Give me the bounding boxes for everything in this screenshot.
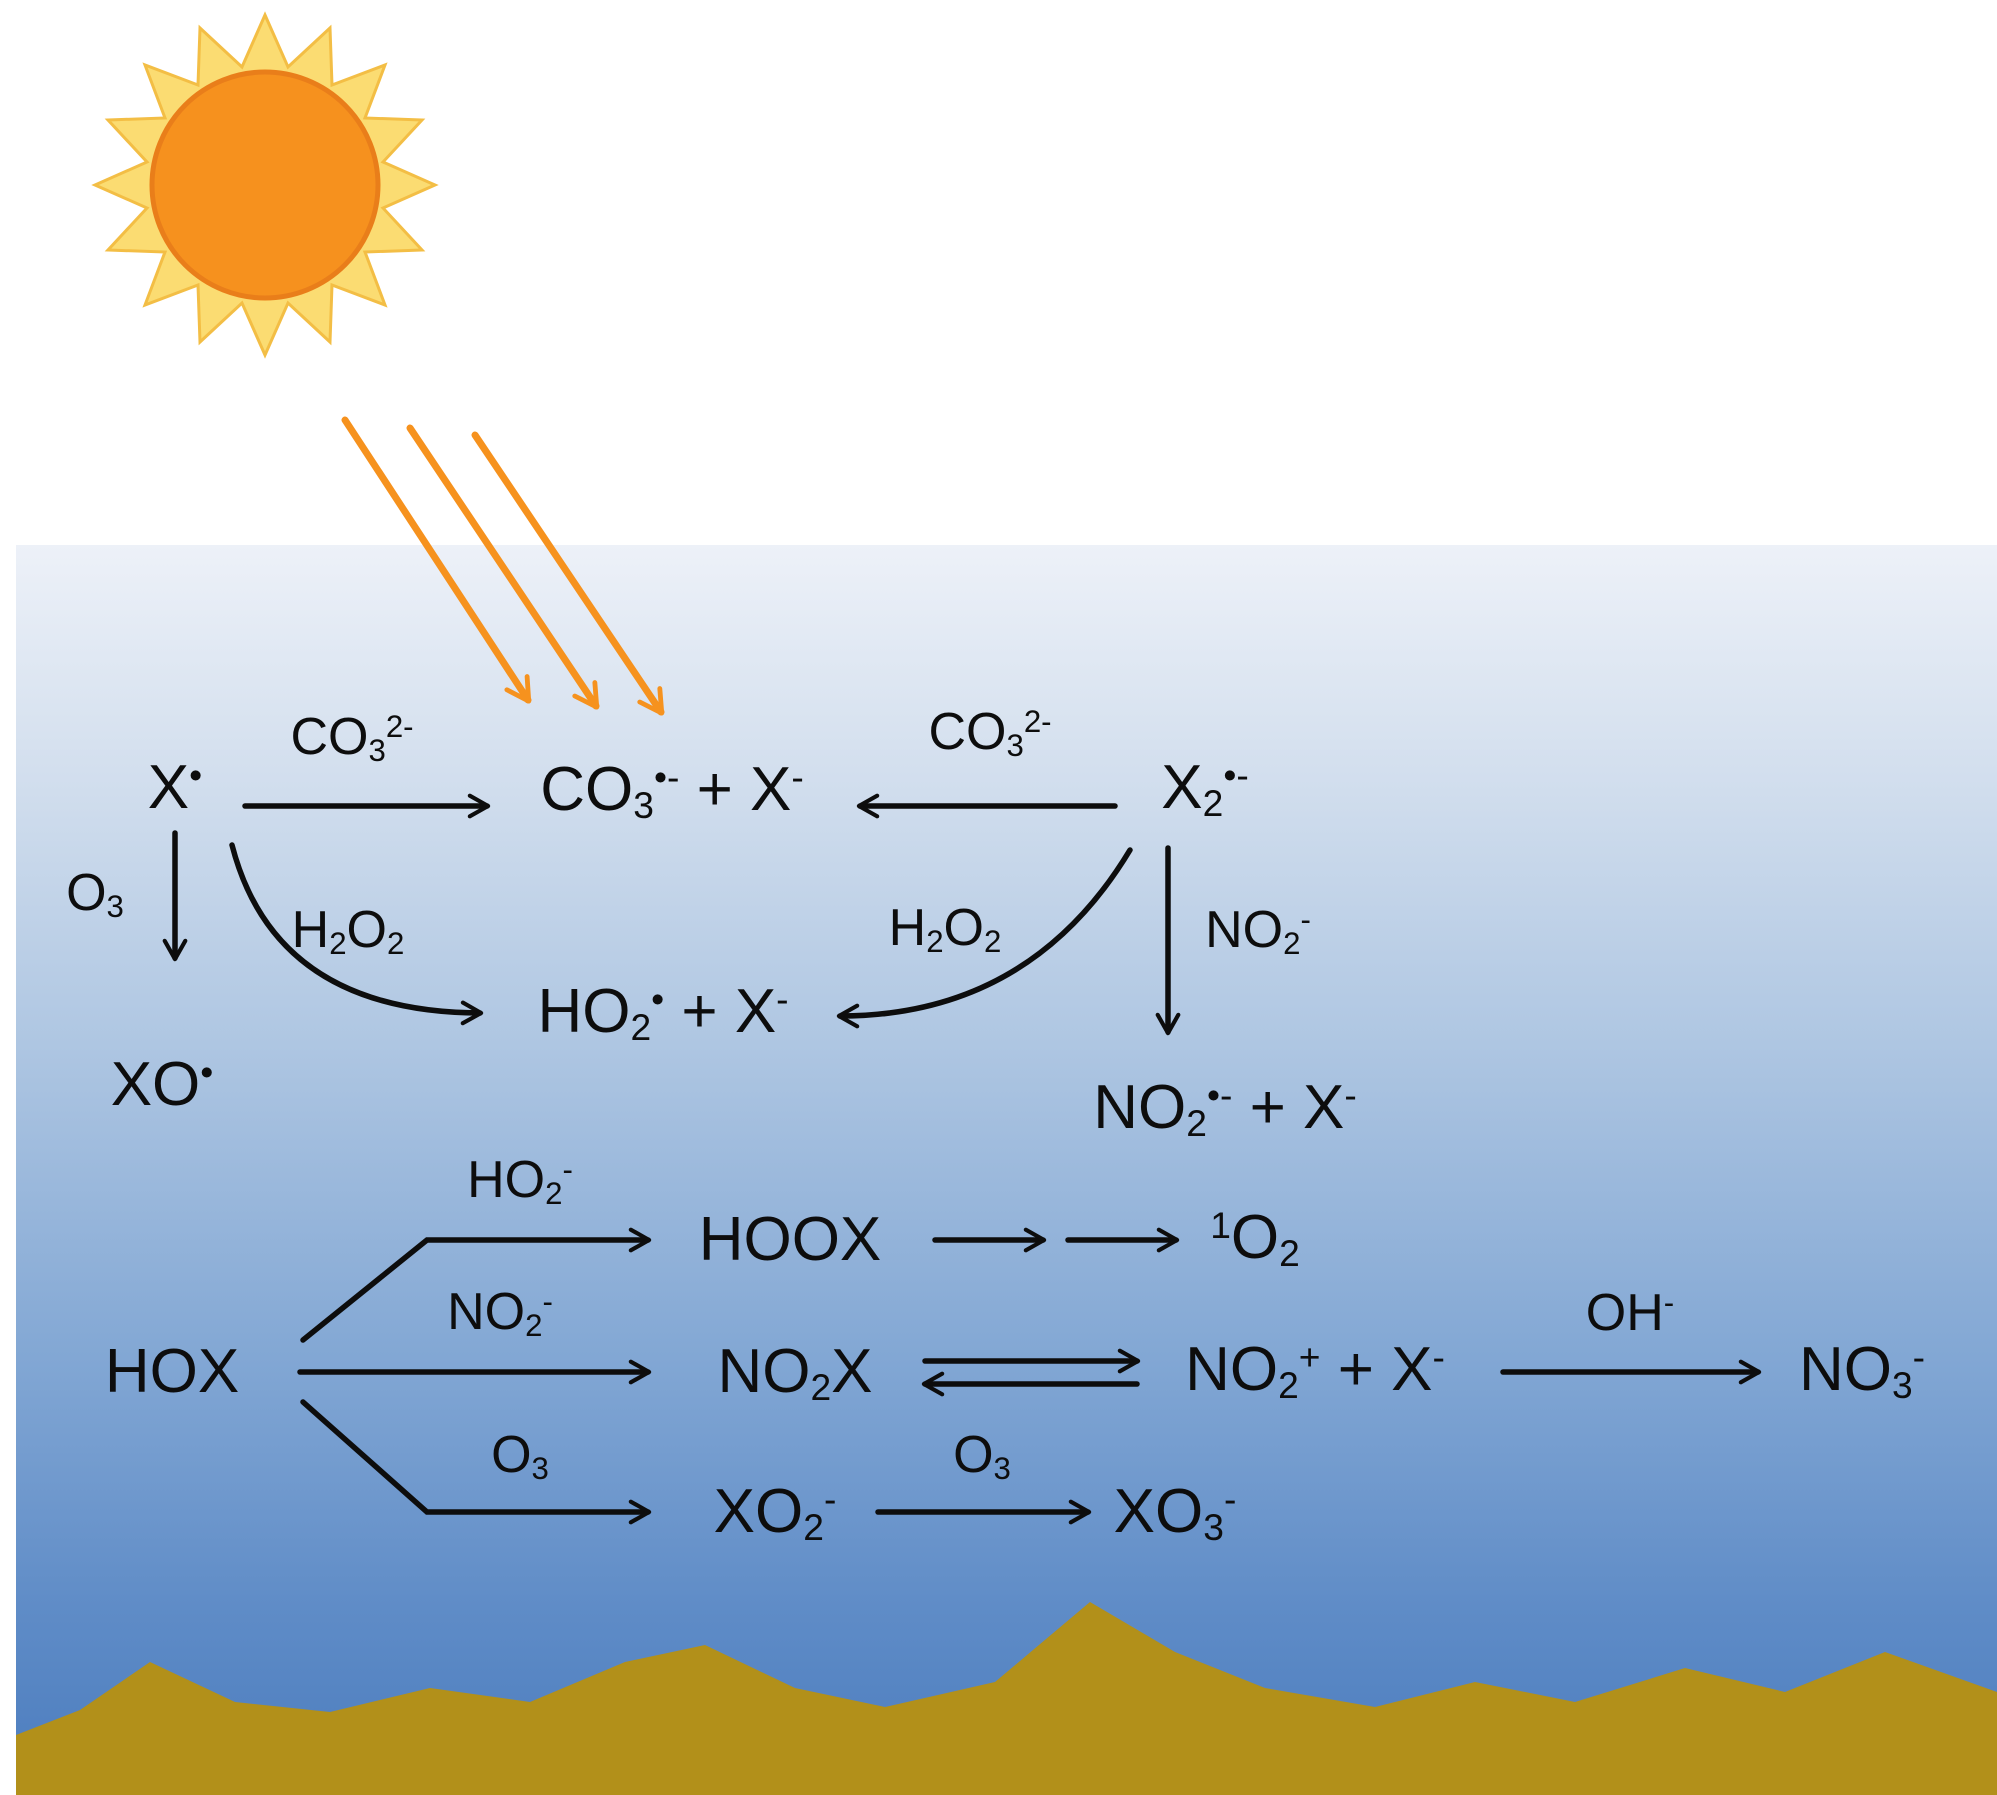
label-peroxide-left: H2O2 [291,901,405,961]
species-xo-radical: XO• [110,1050,214,1119]
sun-icon [91,11,439,359]
label-hydroperoxide-branch: HO2- [467,1151,573,1211]
reaction-arrows [162,793,1762,1525]
label-ozone-step: O3 [953,1426,1011,1486]
sunlight-beam-arrows [341,416,665,716]
species-xo2-anion: XO2- [713,1477,837,1549]
species-no2-radical-plus-x: NO2•- + X- [1093,1073,1357,1145]
sunbeam-arrow-1 [341,416,532,704]
label-carbonate-right: CO32- [928,703,1052,763]
species-co3-radical-plus-x: CO3•- + X- [540,755,804,827]
species-no2-cation-plus-x: NO2+ + X- [1185,1335,1445,1407]
sunbeam-arrow-2 [406,424,600,710]
label-ozone-down: O3 [66,864,124,924]
label-peroxide-right: H2O2 [888,899,1002,959]
arrow-hox-hydroperoxide-branch [300,1227,652,1343]
species-x-radical: X• [147,753,203,822]
species-ho2-radical-plus-x: HO2• + X- [537,977,789,1049]
species-singlet-oxygen: 1O2 [1210,1203,1300,1275]
sediment [16,1602,1997,1795]
label-nitrite-down: NO2- [1205,901,1311,961]
species-hoox: HOOX [698,1205,882,1274]
arrow-x2-peroxide-curve [836,847,1133,1029]
species-no2x: NO2X [717,1337,873,1409]
species-x2-radical: X2•- [1161,753,1249,825]
arrow-hox-ozone-branch [300,1399,652,1525]
label-carbonate-left: CO32- [290,708,414,768]
arrow-x-peroxide-curve [229,842,484,1026]
water-body [16,545,1997,1795]
label-nitrite-branch: NO2- [447,1283,553,1343]
species-nitrate: NO3- [1798,1335,1926,1407]
label-ozone-branch: O3 [491,1426,549,1486]
species-hox: HOX [104,1337,240,1406]
sunbeam-arrow-3 [471,431,665,716]
sun-core [149,69,381,301]
label-hydroxide: OH- [1585,1284,1675,1342]
species-xo3-anion: XO3- [1113,1477,1237,1549]
